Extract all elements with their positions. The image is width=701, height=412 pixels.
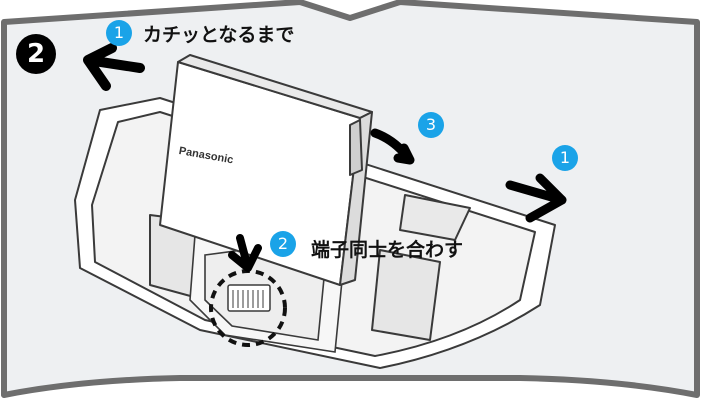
arrow-down-icon bbox=[228, 234, 262, 272]
arrow-right-icon bbox=[505, 173, 567, 223]
arrow-left-icon bbox=[83, 43, 145, 91]
callout-2-badge: 2 bbox=[270, 231, 296, 257]
callout-1-badge: 1 bbox=[106, 20, 132, 46]
callout-1b-badge: 1 bbox=[552, 145, 578, 171]
callout-1-text: カチッとなるまで bbox=[143, 24, 295, 46]
step-number-badge: 2 bbox=[16, 34, 56, 74]
connector bbox=[227, 284, 271, 312]
callout-3-badge: 3 bbox=[418, 112, 444, 138]
device bbox=[159, 54, 373, 286]
curved-arrow-icon bbox=[370, 128, 415, 165]
callout-2-text: 端子同士を合わす bbox=[311, 239, 464, 261]
